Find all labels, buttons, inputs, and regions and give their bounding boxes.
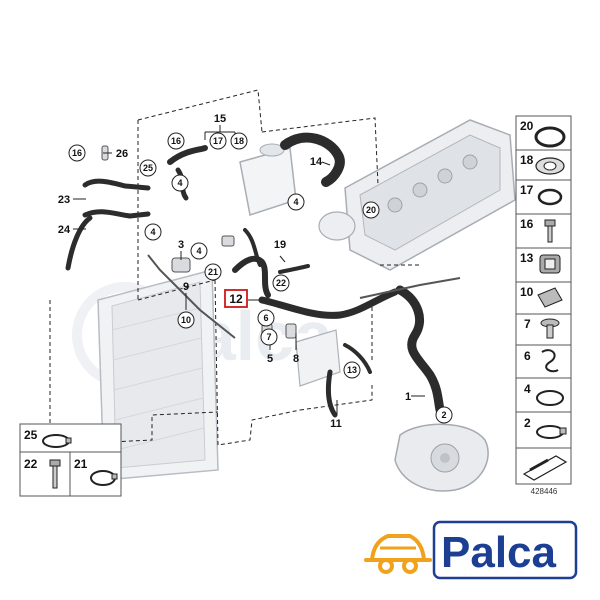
- connector-icon: [537, 287, 563, 308]
- circled-labels: [68, 132, 453, 424]
- part-label-8: 8: [293, 353, 299, 365]
- highlighted-part-12: 12: [224, 289, 248, 308]
- bl-label-21: 21: [74, 457, 88, 471]
- side-label-10: 10: [520, 285, 534, 299]
- bl-label-25: 25: [24, 428, 38, 442]
- gasket-strip-icon: [522, 455, 568, 481]
- part-label-5: 5: [267, 353, 273, 365]
- hose-clamp-icon: [90, 470, 118, 486]
- part-label-16-left: 16: [72, 148, 82, 158]
- bottom-left-panel: 25 22 21: [19, 423, 122, 497]
- spring-clip-icon: [541, 349, 559, 373]
- part-label-16: 16: [171, 136, 181, 146]
- side-label-2: 2: [524, 416, 531, 430]
- water-pump-housing: [394, 423, 489, 492]
- side-label-18: 18: [520, 153, 534, 167]
- part-label-15: 15: [214, 113, 226, 125]
- part-label-10: 10: [181, 315, 191, 325]
- part-label-4-mid: 4: [196, 246, 201, 256]
- car-icon: [364, 534, 432, 574]
- seal-ring-icon: [537, 188, 563, 206]
- part-label-23: 23: [58, 194, 70, 206]
- o-ring-icon: [534, 126, 566, 148]
- fittings: [101, 145, 297, 339]
- side-label-13: 13: [520, 251, 534, 265]
- bl-label-22: 22: [24, 457, 38, 471]
- plain-labels: 15 26 14 23 24 3 19 9 5 8 1 11: [58, 113, 411, 430]
- part-label-24: 24: [58, 224, 71, 236]
- part-label-13: 13: [347, 365, 357, 375]
- screw-icon: [540, 318, 560, 339]
- side-label-20: 20: [520, 119, 534, 133]
- hose-clip-icon: [539, 254, 561, 274]
- hose-clamp-icon: [536, 390, 564, 406]
- expansion-tank: [239, 143, 297, 216]
- thermostat: [318, 211, 356, 241]
- side-label-7: 7: [524, 317, 531, 331]
- bolt-icon: [544, 219, 556, 243]
- diagram-number: 428446: [531, 487, 558, 496]
- part-label-25: 25: [143, 163, 153, 173]
- pipes: [147, 254, 461, 339]
- part-label-14: 14: [310, 156, 323, 168]
- part-label-11: 11: [330, 418, 342, 430]
- part-label-9: 9: [183, 281, 189, 293]
- part-label-3: 3: [178, 239, 184, 251]
- bolt-icon: [49, 459, 61, 489]
- side-label-6: 6: [524, 349, 531, 363]
- part-label-6: 6: [263, 313, 268, 323]
- part-label-26: 26: [116, 148, 128, 160]
- hoses: [65, 132, 445, 418]
- part-label-4-top: 4: [177, 178, 182, 188]
- engine-block: [344, 119, 516, 271]
- circled-label-text: 16 17 18 16 25 4 4 20 4 4 21 22 10 6 7 1…: [72, 136, 447, 420]
- logo-text: Palca: [441, 528, 557, 577]
- side-label-16: 16: [520, 217, 534, 231]
- part-label-18: 18: [234, 136, 244, 146]
- part-label-4-tank: 4: [293, 197, 298, 207]
- side-label-17: 17: [520, 183, 534, 197]
- part-label-7: 7: [266, 332, 271, 342]
- band-clamp-icon: [536, 425, 567, 439]
- part-label-17: 17: [213, 136, 223, 146]
- part-label-1: 1: [405, 391, 411, 403]
- gasket-icon: [535, 157, 565, 175]
- side-label-4: 4: [524, 382, 531, 396]
- part-label-19: 19: [274, 239, 286, 251]
- dashed-boundaries: [49, 89, 420, 446]
- part-label-22: 22: [276, 278, 286, 288]
- leader-lines: [73, 125, 425, 415]
- part-label-20: 20: [366, 205, 376, 215]
- part-label-21: 21: [208, 267, 218, 277]
- part-label-12: 12: [229, 292, 243, 306]
- clamp-icon: [42, 434, 72, 448]
- part-label-2: 2: [441, 410, 446, 420]
- part-label-4-left: 4: [150, 227, 155, 237]
- side-panel: 20 18 17 16 13 10 7 6 4 2: [515, 115, 572, 485]
- palca-logo: Palca: [364, 520, 578, 580]
